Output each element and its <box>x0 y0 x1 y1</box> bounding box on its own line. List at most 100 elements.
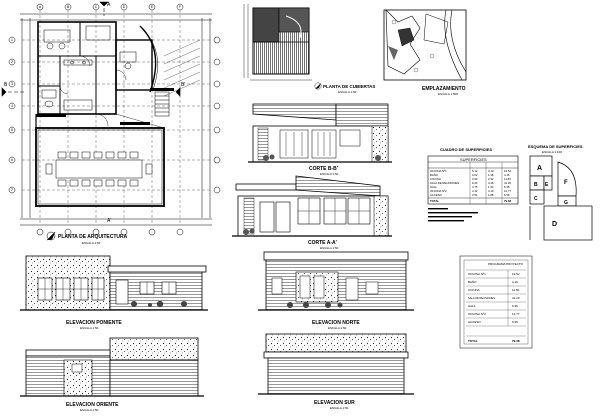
area-row-4-w: 9.24 <box>472 181 478 185</box>
grid-label-5: 5 <box>11 128 13 132</box>
section-mark-b-prime: B' <box>181 82 185 88</box>
program-total-label: TOTAL <box>468 339 478 343</box>
scheme-c: C <box>534 196 538 202</box>
scheme-e: E <box>545 182 549 188</box>
section-mark-a-prime: A' <box>107 218 111 224</box>
area-row-1-w: 6.12 <box>472 169 478 173</box>
elevation-sur: ELEVACION SUR ESCALA 1:50 <box>258 333 414 410</box>
elev-sur-title: ELEVACION SUR <box>314 400 355 406</box>
grid-label-4: 4 <box>11 104 13 108</box>
section-aa-scale: ESCALA 1:50 <box>320 246 339 250</box>
area-row-1-a: 19.52 <box>504 169 511 173</box>
roof-north-arrow-icon <box>314 82 322 90</box>
area-row-2-a: 4.16 <box>504 173 510 177</box>
roof-plan: PLANTA DE CUBIERTAS ESCALA 1:50 <box>243 4 375 94</box>
grid-label-a: A <box>39 5 42 9</box>
program-row-1-name: OFICINA Nº1 <box>468 272 486 276</box>
grid-label-6: 6 <box>11 158 13 162</box>
grid-label-e: E <box>151 5 154 9</box>
program-title: PROGRAMA PROYECTO <box>488 262 524 266</box>
area-row-1-name: OFICINA Nº1 <box>430 169 447 173</box>
grid-label-d: D <box>123 5 126 9</box>
scheme-f: F <box>564 180 568 186</box>
grid-label-7: 7 <box>11 188 13 192</box>
elevation-norte: ELEVACION NORTE ESCALA 1:50 <box>258 251 414 330</box>
site-scale: ESCALA 1:500 <box>438 92 458 96</box>
grid-label-1: 1 <box>11 38 13 42</box>
area-row-2-name: BAÑO <box>430 172 439 177</box>
elevation-poniente: ELEVACION PONIENTE ESCALA 1:50 <box>20 255 208 330</box>
area-row-4-a: 41.20 <box>504 181 511 185</box>
section-mark-b: B <box>4 82 8 88</box>
area-row-7-name: ACCESO <box>430 193 443 197</box>
area-row-5-name: HALL <box>430 185 437 189</box>
area-row-5-a: 6.36 <box>504 185 510 189</box>
elev-norte-scale: ESCALA 1:50 <box>328 326 347 330</box>
area-row-3-w: 3.94 <box>472 177 478 181</box>
program-row-4-name: SALA DE REUNIONES <box>468 296 495 300</box>
program-row-1-area: 19.52 <box>512 272 520 276</box>
area-row-4-d: 4.46 <box>488 181 494 185</box>
site-plan: EMPLAZAMIENTO ESCALA 1:500 <box>383 9 467 96</box>
area-row-5-w: 4.75 <box>472 185 478 189</box>
area-row-6-d: 3.10 <box>488 189 494 193</box>
area-row-6-a: 12.77 <box>504 189 511 193</box>
areas-scheme-scale: ESCALA 1:100 <box>542 150 562 154</box>
section-aa: CORTE A-A' ESCALA 1:50 <box>232 175 392 250</box>
elev-norte-title: ELEVACION NORTE <box>312 320 360 326</box>
elev-oriente-title: ELEVACION ORIENTE <box>66 402 119 408</box>
scheme-d: D <box>552 221 557 228</box>
site-title: EMPLAZAMIENTO <box>422 86 466 92</box>
area-row-2-d: 1.38 <box>488 173 494 177</box>
program-row-5-area: 6.36 <box>512 304 518 308</box>
grid-label-2: 2 <box>11 60 13 64</box>
program-row-7-area: 6.59 <box>512 320 518 324</box>
grid-label-3: 3 <box>11 82 13 86</box>
grid-label-b: B <box>67 5 70 9</box>
area-row-4-name: SALA DE REUNIONES <box>430 181 459 185</box>
area-total-value: 79.38 <box>504 199 511 203</box>
north-arrow-icon <box>46 231 56 241</box>
area-total-label: TOTAL <box>430 199 439 203</box>
program-row-3-name: COCINA <box>468 288 480 292</box>
elev-sur-scale: ESCALA 1:50 <box>330 406 349 410</box>
roof-title: PLANTA DE CUBIERTAS <box>323 84 375 89</box>
plan-title: PLANTA DE ARQUITECTURA <box>58 234 128 240</box>
area-row-3-d: 2.92 <box>488 177 494 181</box>
roof-scale: ESCALA 1:50 <box>338 90 357 94</box>
areas-scheme: ESQUEMA DE SUPERFICIES ESCALA 1:100 A B … <box>528 144 593 241</box>
floor-plan: A B C D E F 1 2 3 4 5 6 7 <box>1 1 221 245</box>
program-row-4-area: 41.20 <box>512 296 520 300</box>
program-row-2-area: 4.16 <box>512 280 518 284</box>
area-row-7-w: 3.51 <box>472 193 478 197</box>
areas-scheme-title: ESQUEMA DE SUPERFICIES <box>528 144 583 149</box>
section-bb-title: CORTE B-B' <box>309 166 338 172</box>
elevation-oriente: ELEVACION ORIENTE ESCALA 1:50 <box>20 337 204 412</box>
grid-bubbles-side <box>8 36 221 194</box>
elev-poniente-title: ELEVACION PONIENTE <box>66 320 122 326</box>
program-row-2-name: BAÑO <box>468 279 477 284</box>
areas-table: CUADRO DE SUPERFICIES SUPERFICIES OFICIN… <box>427 147 519 222</box>
grid-bubbles-top <box>36 3 184 236</box>
program-row-7-name: ACCESO <box>468 320 481 324</box>
program-table: PROGRAMA PROYECTO OFICINA Nº1 19.52 BAÑO… <box>459 255 533 349</box>
scheme-a: A <box>537 165 542 172</box>
area-row-5-d: 1.34 <box>488 185 494 189</box>
area-row-3-name: COCINA <box>430 177 441 181</box>
area-row-1-d: 3.19 <box>488 169 494 173</box>
program-row-6-area: 12.77 <box>512 312 520 316</box>
area-row-6-w: 4.12 <box>472 189 478 193</box>
area-row-7-a: 6.59 <box>504 193 510 197</box>
program-row-3-area: 11.50 <box>512 288 520 292</box>
scheme-g: G <box>564 200 568 206</box>
grid-label-c: C <box>95 5 98 9</box>
elev-oriente-scale: ESCALA 1:50 <box>80 408 99 412</box>
grid-label-f: F <box>179 5 181 9</box>
section-mark-a: A <box>107 2 111 8</box>
areas-table-title: CUADRO DE SUPERFICIES <box>440 147 492 152</box>
area-row-7-d: 1.88 <box>488 193 494 197</box>
section-bb: CORTE B-B' ESCALA 1:50 <box>248 103 392 176</box>
elev-poniente-scale: ESCALA 1:50 <box>80 326 99 330</box>
area-row-2-w: 3.02 <box>472 173 478 177</box>
